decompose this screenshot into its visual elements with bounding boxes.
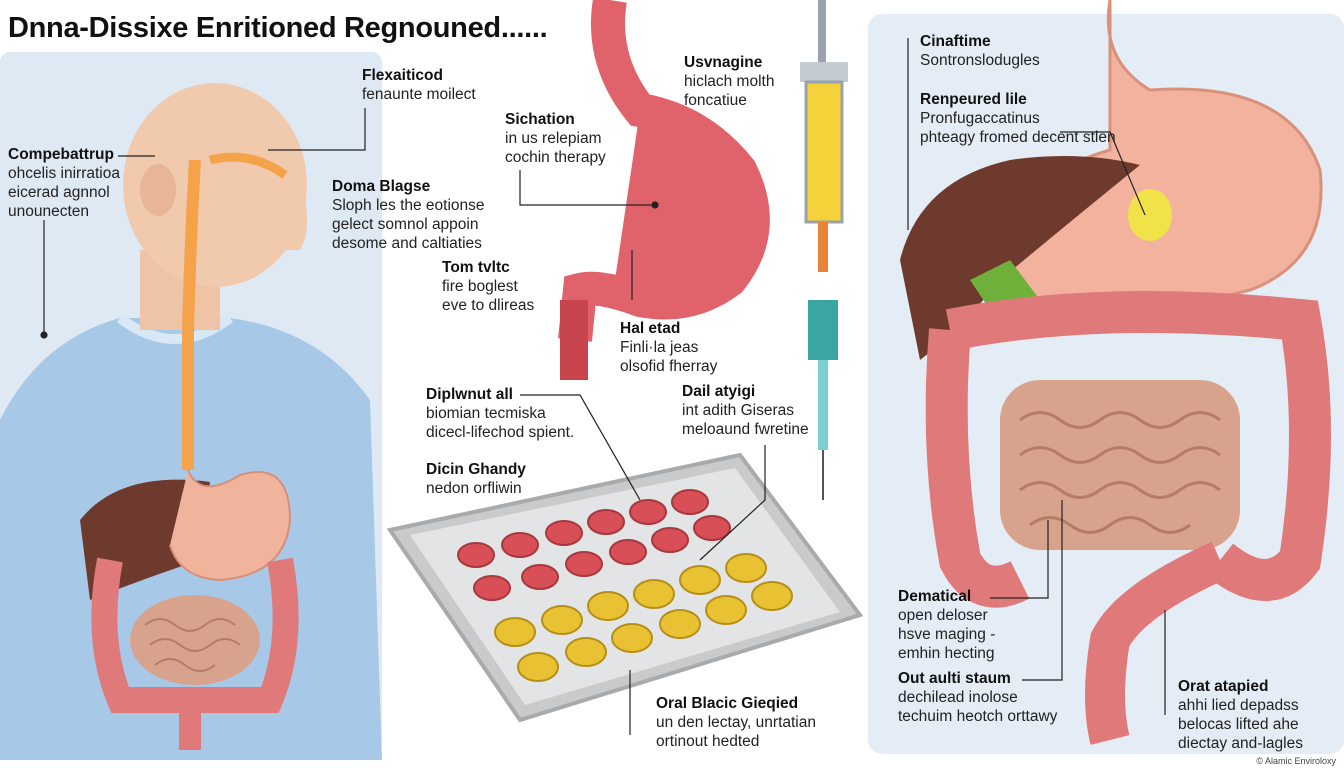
label-heading: Diplwnut all <box>426 386 513 403</box>
label-line: hiclach molth <box>684 73 775 90</box>
label-usvnagine: Usvnagine hiclach molth foncatiue <box>684 53 774 110</box>
label-cinaftime: Cinaftime Sontronslodugles <box>920 32 1040 70</box>
label-dail-atyigi: Dail atyigi int adith Giseras meloaund f… <box>682 382 809 439</box>
label-line: nedon orfliwin <box>426 480 522 497</box>
label-heading: Dematical <box>898 588 972 605</box>
label-tom-tvltc: Tom tvltc fire boglest eve to dlireas <box>442 258 534 315</box>
red-pills <box>457 489 731 601</box>
label-heading: Out aulti staum <box>898 670 1011 687</box>
label-line: cochin therapy <box>505 149 606 166</box>
label-line: fenaunte moilect <box>362 86 476 103</box>
human-figure-icon <box>0 83 382 760</box>
label-line: meloaund fwretine <box>682 421 809 438</box>
label-heading: Sichation <box>505 111 575 128</box>
label-renpeured: Renpeured lile Pronfugaccatinus phteagy … <box>920 90 1116 147</box>
label-sichation: Sichation in us relepiam cochin therapy <box>505 110 606 167</box>
label-line: open deloser <box>898 607 988 624</box>
label-heading: Usvnagine <box>684 54 763 71</box>
label-line: Sontronslodugles <box>920 52 1040 69</box>
syringe-icon <box>800 0 848 500</box>
label-line: techuim heotch orttawy <box>898 708 1058 725</box>
label-out-aulti: Out aulti staum dechilead inolose techui… <box>898 669 1057 726</box>
label-compebattrup: Compebattrup ohcelis inirratioa eicerad … <box>8 145 120 221</box>
label-line: fire boglest <box>442 278 518 295</box>
label-line: eve to dlireas <box>442 297 535 314</box>
label-heading: Tom tvltc <box>442 259 510 276</box>
label-line: gelect somnol appoin <box>332 216 479 233</box>
credit-text: © Alamic Enviroloxy <box>1256 756 1336 766</box>
leader-lines <box>40 38 1166 735</box>
label-line: biomian tecmiska <box>426 405 546 422</box>
label-line: ohcelis inirratioa <box>8 165 120 182</box>
label-line: Pronfugaccatinus <box>920 110 1040 127</box>
label-heading: Hal etad <box>620 320 681 337</box>
label-line: olsofid fherray <box>620 358 718 375</box>
digestive-system-icon <box>900 0 1331 745</box>
label-line: int adith Giseras <box>682 402 794 419</box>
label-heading: Cinaftime <box>920 33 991 50</box>
label-line: dicecl-lifechod spient. <box>426 424 575 441</box>
label-line: un den lectay, unrtatian <box>656 714 816 731</box>
label-hal-etad: Hal etad Finli·la jeas olsofid fherray <box>620 319 717 376</box>
label-line: belocas lifted ahe <box>1178 716 1299 733</box>
label-line: Sloph les the eotionse <box>332 197 485 214</box>
label-heading: Doma Blagse <box>332 178 431 195</box>
label-orat-atapied: Orat atapied ahhi lied depadss belocas l… <box>1178 677 1303 753</box>
label-heading: Flexaiticod <box>362 67 443 84</box>
label-heading: Renpeured lile <box>920 91 1027 108</box>
yellow-pills <box>494 553 793 682</box>
label-line: ortinout hedted <box>656 733 760 750</box>
label-line: in us relepiam <box>505 130 602 147</box>
label-flexaiticod: Flexaiticod fenaunte moilect <box>362 66 476 104</box>
label-line: diectay and-lagles <box>1178 735 1303 752</box>
label-heading: Dail atyigi <box>682 383 756 400</box>
label-line: unounecten <box>8 203 90 220</box>
label-line: eicerad agnnol <box>8 184 110 201</box>
label-heading: Compebattrup <box>8 146 114 163</box>
label-dematical: Dematical open deloser hsve maging - emh… <box>898 587 995 663</box>
label-dicin-ghandy: Dicin Ghandy nedon orfliwin <box>426 460 526 498</box>
label-line: ahhi lied depadss <box>1178 697 1299 714</box>
label-heading: Dicin Ghandy <box>426 461 526 478</box>
label-oral-blacic: Oral Blacic Gieqied un den lectay, unrta… <box>656 694 816 751</box>
label-heading: Orat atapied <box>1178 678 1269 695</box>
page-title: Dnna-Dissixe Enritioned Regnouned...... <box>8 12 548 44</box>
label-line: emhin hecting <box>898 645 995 662</box>
label-line: desome and caltiaties <box>332 235 482 252</box>
label-line: Finli·la jeas <box>620 339 699 356</box>
label-heading: Oral Blacic Gieqied <box>656 695 799 712</box>
stomach-icon <box>558 0 770 380</box>
label-line: phteagy fromed decent stlen <box>920 129 1116 146</box>
label-line: hsve maging - <box>898 626 996 643</box>
label-doma-blagse: Doma Blagse Sloph les the eotionse gelec… <box>332 177 485 253</box>
label-line: dechilead inolose <box>898 689 1018 706</box>
label-diplwnut-all: Diplwnut all biomian tecmiska dicecl-lif… <box>426 385 574 442</box>
label-line: foncatiue <box>684 92 747 109</box>
